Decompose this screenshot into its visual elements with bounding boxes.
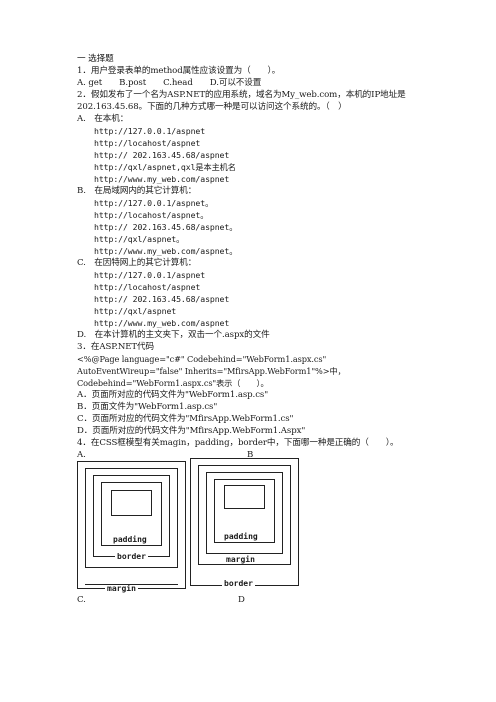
q2-option-d-label: D. 在本计算机的主文夹下，双击一个.aspx的文件 bbox=[77, 330, 270, 340]
q2-stem-line2: 202.163.45.68。下面的几种方式哪一种是可以访问这个系统的。（ ） bbox=[77, 102, 347, 112]
diagram-b-inner-box bbox=[214, 479, 275, 543]
q2-option-a-url: http://127.0.0.1/aspnet bbox=[94, 126, 206, 136]
q2-option-b-label: B. 在局域网内的其它计算机： bbox=[77, 186, 197, 196]
q4-label-a: A. bbox=[77, 450, 86, 460]
section-title: 一 选择题 bbox=[77, 54, 114, 64]
q2-option-a-url: http:// 202.163.45.68/aspnet bbox=[94, 150, 230, 160]
q4-label-b: B bbox=[247, 450, 254, 460]
q2-option-b-url: http:// 202.163.45.68/aspnet。 bbox=[94, 222, 238, 232]
diagram-b-outer-box bbox=[198, 465, 291, 565]
diagram-a-inner-label: padding bbox=[111, 535, 149, 544]
q2-option-c-url: http:// 202.163.45.68/aspnet bbox=[94, 294, 230, 304]
q3-option: C．页面所对应的代码文件为"MfirsApp.WebForm1.cs" bbox=[77, 414, 294, 424]
diagram-a-middle-label: border bbox=[115, 552, 148, 561]
diagram-a-baseline bbox=[85, 584, 178, 585]
diagram-b-outer-label: border bbox=[222, 579, 255, 588]
q2-option-b-url: http://qxl/aspnet。 bbox=[94, 234, 185, 244]
diagram-b-content-box bbox=[224, 485, 265, 509]
q1-options: A. get B.post C.head D.可以不设置 bbox=[77, 78, 262, 88]
q1-stem: 1．用户登录表单的method属性应该设置为（ ）。 bbox=[77, 66, 281, 76]
q2-option-b-url: http://locahost/aspnet。 bbox=[94, 210, 209, 220]
q4-label-c: C. bbox=[77, 595, 86, 605]
q3-code-line3: Codebehind="WebForm1.aspx.cs"表示（ ）。 bbox=[77, 378, 269, 388]
q2-option-b-url: http://www.my_web.com/aspnet。 bbox=[94, 246, 238, 256]
q3-option: A．页面所对应的代码文件为"WebForm1.asp.cs" bbox=[77, 390, 269, 400]
diagram-b-inner-label: padding bbox=[222, 532, 260, 541]
q2-option-c-url: http://www.my_web.com/aspnet bbox=[94, 318, 230, 328]
q4-stem: 4．在CSS框模型有关magin，padding，border中，下面哪一种是正… bbox=[77, 438, 399, 448]
q2-option-c-label: C. 在因特网上的其它计算机： bbox=[77, 258, 197, 268]
diagram-a-content-box bbox=[111, 490, 152, 516]
q4-label-d: D bbox=[238, 595, 245, 605]
q2-option-a-label: A. 在本机： bbox=[77, 114, 129, 124]
q2-option-b-url: http://127.0.0.1/aspnet。 bbox=[94, 198, 214, 208]
q2-option-c-url: http://127.0.0.1/aspnet bbox=[94, 270, 206, 280]
q3-stem: 3．在ASP.NET代码 bbox=[77, 342, 155, 352]
q2-option-a-url: http://www.my_web.com/aspnet bbox=[94, 174, 230, 184]
diagram-a-outer-label: margin bbox=[105, 584, 138, 593]
q2-option-a-url: http://qxl/aspnet,qxl是本主机名 bbox=[94, 162, 236, 172]
q3-code-line1: <%@Page language="c#" Codebehind="WebFor… bbox=[77, 354, 327, 364]
q2-stem-line1: 2．假如发布了一个名为ASP.NET的应用系统，域名为My_web.com，本机… bbox=[77, 90, 406, 100]
diagram-b-middle-box bbox=[206, 472, 283, 554]
diagram-a-outer-box bbox=[85, 468, 178, 568]
q2-option-c-url: http://locahost/aspnet bbox=[94, 282, 201, 292]
q3-option: D．页面所对应的代码文件为"MfirsApp.WebForm1.Aspx" bbox=[77, 426, 306, 436]
q2-option-c-url: http://qxl/aspnet bbox=[94, 306, 177, 316]
q3-option: B．页面文件为"WebForm1.asp.cs" bbox=[77, 402, 218, 412]
diagram-a-inner-box bbox=[101, 482, 162, 546]
q3-code-line2: AutoEventWireup="false" Inherits="MfirsA… bbox=[77, 366, 346, 376]
q2-option-a-url: http://locahost/aspnet bbox=[94, 138, 201, 148]
diagram-b-middle-label: margin bbox=[224, 555, 257, 564]
